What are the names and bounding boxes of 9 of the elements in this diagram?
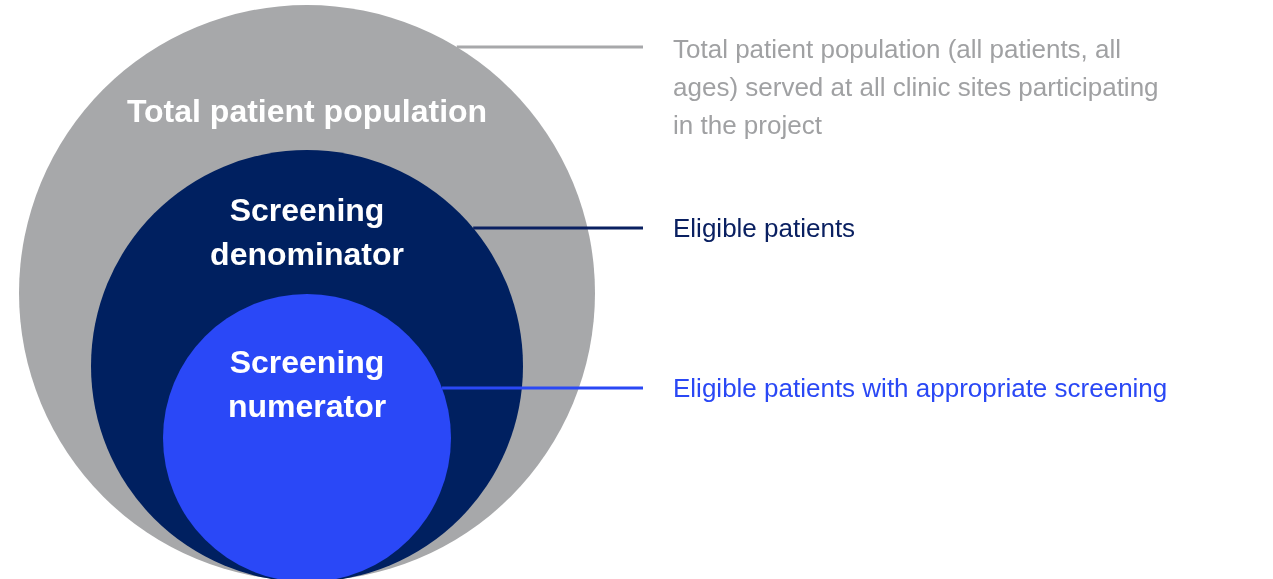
circle-label: Total patient population [125,92,489,131]
description-text: Total patient population (all patients, all ages) served at all clinic sites participating in the project [673,33,1160,142]
leader-line [473,226,643,230]
circle-label: Screening denominator [209,191,405,274]
description-text: Eligible patients with appropriate screening [673,372,1169,405]
leader-line [456,45,643,49]
leader-line [442,386,643,390]
circle-label: Screening numerator [226,343,388,426]
description-text: Eligible patients [673,212,857,245]
